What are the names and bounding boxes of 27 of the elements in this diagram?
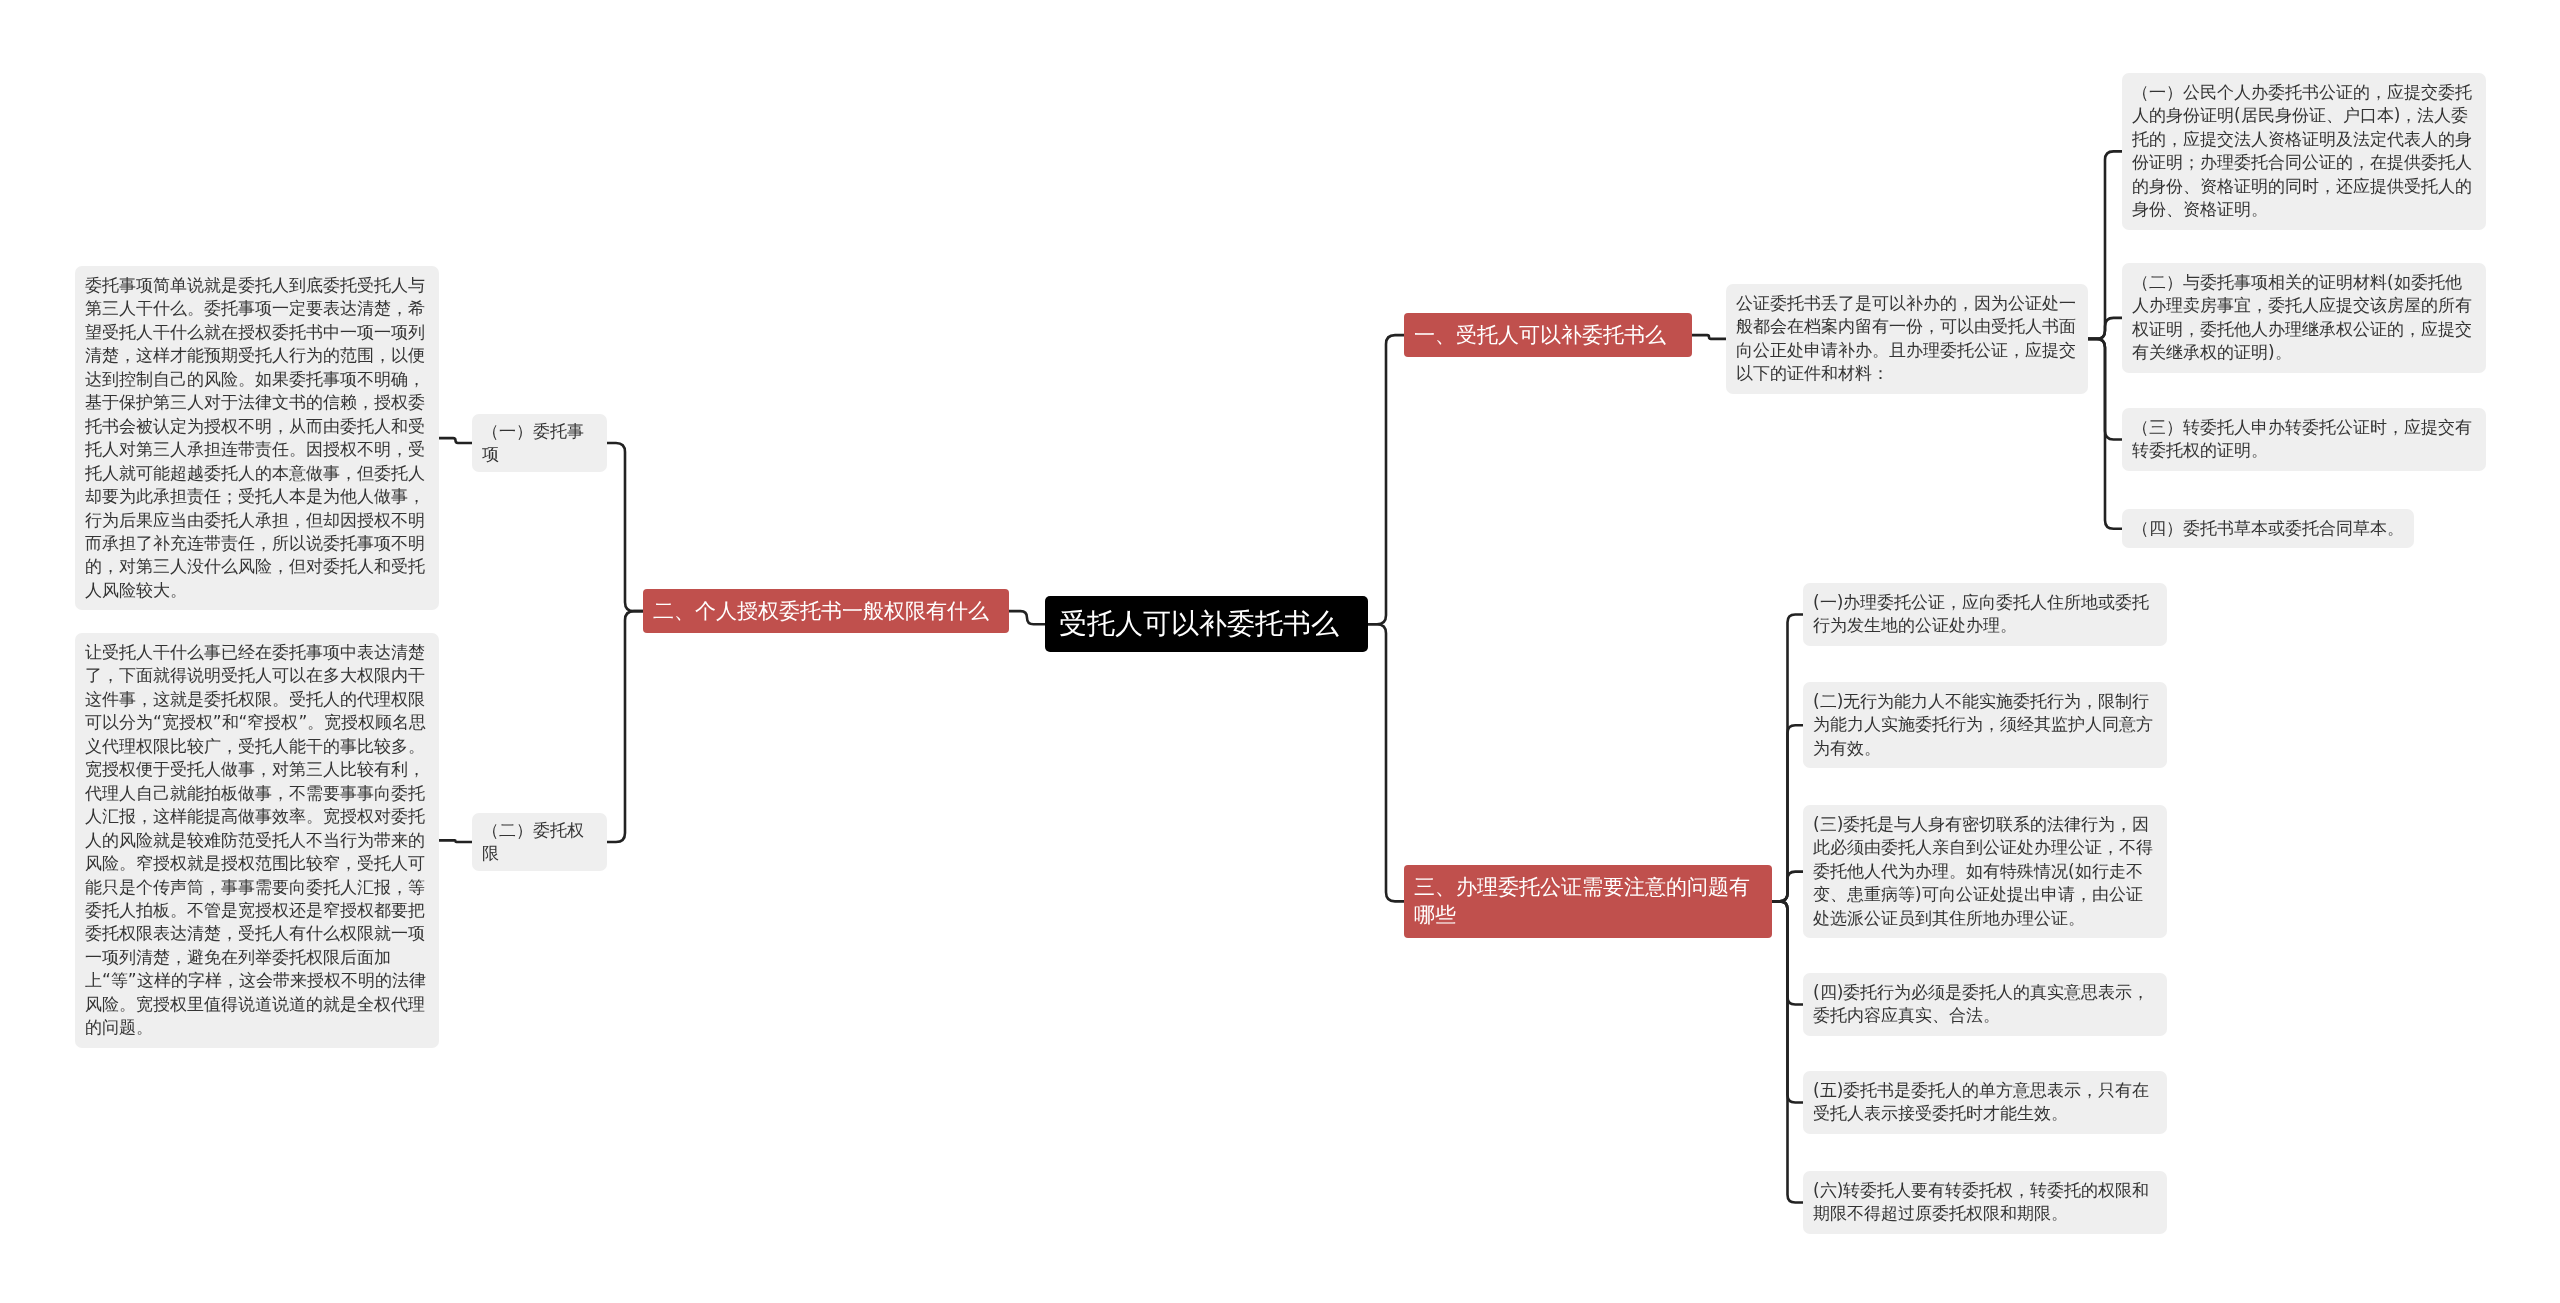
text-card: （三）转委托人申办转委托公证时，应提交有转委托权的证明。 [2122,408,2486,471]
text-card: (三)委托是与人身有密切联系的法律行为，因此必须由委托人亲自到公证处办理公证，不得委托他人代为办理。如有特殊情况(如行走不变、患重病等)可向公证处提出申请，由公证处选派公证员到其住所地办理公证。 [1803,805,2167,939]
connector-line [2088,337,2122,531]
text-card: 让受托人干什么事已经在委托事项中表达清楚了，下面就得说明受托人可以在多大权限内干这件事，这就是委托权限。受托人的代理权限可以分为“宽授权”和“窄授权”。宽授权顾名思义代理权限比较广，受托人能干的事比较多。宽授权便于受托人做事，对第三人比较有利，代理人自己就能拍板做事，不需要事事向委托人汇报，这样能提高做事效率。宽授权对委托人的风险就是较难防范受托人不当行为带来的风险。窄授权就是授权范围比较窄，受托人可能只是个传声筒，事事需要向委托人汇报，等委托人拍板。不管是宽授权还是窄授权都要把委托权限表达清楚，受托人有什么权限就一项一项列清楚，避免在列举委托权限后面加上“等”这样的字样，这会带来授权不明的法律风险。宽授权里值得说道说道的就是全权代理的问题。 [75,633,439,1048]
connector-line [1772,900,1803,1204]
connector-line [439,436,472,445]
text-card: (二)无行为能力人不能实施委托行为，限制行为能力人实施委托行为，须经其监护人同意方为有效。 [1803,682,2167,769]
text-card: (六)转委托人要有转委托权，转委托的权限和期限不得超过原委托权限和期限。 [1803,1171,2167,1234]
connector-line [1009,609,1045,626]
text-card: 委托事项简单说就是委托人到底委托受托人与第三人干什么。委托事项一定要表达清楚，希望受托人干什么就在授权委托书中一项一项列清楚，这样才能预期受托人行为的范围，以便达到控制自己的风险。如果委托事项不明确，基于保护第三人对于法律文书的信赖，授权委托书会被认定为授权不明，从而由委托人和受托人对第三人承担连带责任。因授权不明，受托人就可能超越委托人的本意做事，但委托人却要为此承担责任；受托人本是为他人做事，行为后果应当由委托人承担，但却因授权不明而承担了补充连带责任，所以说委托事项不明的，对第三人没什么风险，但对委托人和受托人风险较大。 [75,266,439,611]
connector-line [1368,622,1404,903]
subtopic-box: （一）委托事项 [472,414,607,472]
text-card: 公证委托书丢了是可以补办的，因为公证处一般都会在档案内留有一份，可以由受托人书面向公正处申请补办。且办理委托公证，应提交以下的证件和材料： [1726,284,2088,394]
text-card: （一）公民个人办委托书公证的，应提交委托人的身份证明(居民身份证、户口本)，法人委托的，应提交法人资格证明及法定代表人的身份证明；办理委托合同公证的，在提供委托人的身份、资格证明的同时，还应提供受托人的身份、资格证明。 [2122,73,2486,230]
topic-box: 一、受托人可以补委托书么 [1404,313,1692,358]
topic-box: 三、办理委托公证需要注意的问题有哪些 [1404,865,1772,938]
text-card: （四）委托书草本或委托合同草本。 [2122,509,2414,549]
text-card: (四)委托行为必须是委托人的真实意思表示，委托内容应真实、合法。 [1803,973,2167,1036]
topic-box: 二、个人授权委托书一般权限有什么 [643,589,1009,634]
subtopic-box: （二）委托权限 [472,813,607,871]
text-card: （二）与委托事项相关的证明材料(如委托他人办理卖房事宜，委托人应提交该房屋的所有权证明，委托他人办理继承权公证的，应提交有关继承权的证明)。 [2122,263,2486,373]
connector-line [607,609,643,844]
connector-line [439,839,472,844]
text-card: (五)委托书是委托人的单方意思表示，只有在受托人表示接受委托时才能生效。 [1803,1071,2167,1134]
root-topic-box: 受托人可以补委托书么 [1045,596,1368,653]
connector-line [1692,333,1726,341]
text-card: (一)办理委托公证，应向委托人住所地或委托行为发生地的公证处办理。 [1803,583,2167,646]
